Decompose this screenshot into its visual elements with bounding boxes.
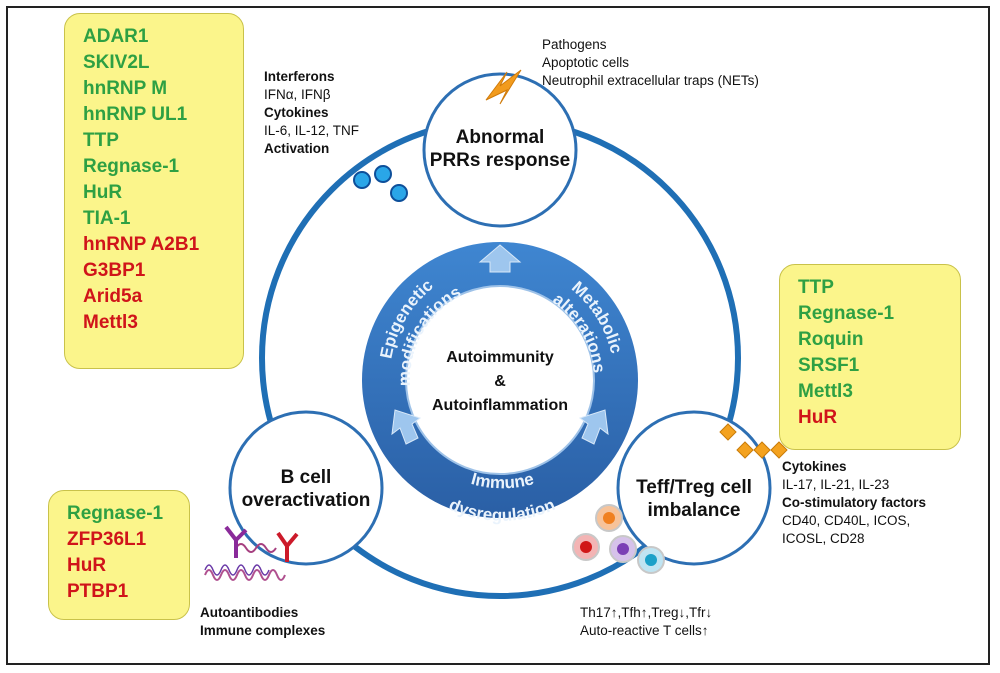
autoantibodies-label: Autoantibodies bbox=[200, 605, 299, 620]
t-cell-changes-line1: Th17↑,Tfh↑,Treg↓,Tfr↓ bbox=[580, 605, 713, 620]
rbp-item: SRSF1 bbox=[798, 355, 860, 376]
rbp-item: Mettl3 bbox=[83, 312, 138, 333]
center-label-line3: Autoinflammation bbox=[432, 397, 568, 414]
node-circle-teff bbox=[616, 410, 772, 566]
rbp-item: PTBP1 bbox=[67, 581, 129, 602]
rbp-item: HuR bbox=[83, 182, 123, 203]
interferons-values: IFNα, IFNβ bbox=[264, 87, 331, 102]
t-cell-changes: Th17↑,Tfh↑,Treg↓,Tfr↓ Auto-reactive T ce… bbox=[580, 604, 712, 640]
rbp-item: hnRNP A2B1 bbox=[83, 234, 200, 255]
b-cell-outputs: Autoantibodies Immune complexes bbox=[200, 604, 325, 640]
ligand-dots-icon bbox=[353, 165, 408, 202]
cytokine-diamonds-icon bbox=[719, 423, 788, 459]
node-circle-prrs bbox=[422, 72, 578, 228]
arrow-down-left-icon bbox=[391, 409, 422, 445]
node-label-bcell-line1: B cell bbox=[280, 467, 332, 488]
prr-outputs: Interferons IFNα, IFNβ Cytokines IL-6, I… bbox=[264, 68, 359, 158]
rbp-item: ADAR1 bbox=[83, 26, 149, 47]
rbp-item: Regnase-1 bbox=[83, 156, 180, 177]
center-label-line1: Autoimmunity bbox=[446, 349, 554, 366]
rbp-item: TTP bbox=[798, 277, 834, 298]
rbp-item: Mettl3 bbox=[798, 381, 853, 402]
rbp-item: HuR bbox=[67, 555, 107, 576]
center-label-line2: & bbox=[494, 373, 506, 390]
rbp-item: HuR bbox=[798, 407, 838, 428]
rbp-item: hnRNP M bbox=[83, 78, 168, 99]
node-label-bcell: B cell overactivation bbox=[234, 466, 378, 512]
central-ring-hole bbox=[405, 285, 595, 475]
rbp-item: Regnase-1 bbox=[798, 303, 895, 324]
costim-heading: Co-stimulatory factors bbox=[782, 495, 927, 510]
arrow-down-right-icon bbox=[578, 409, 609, 445]
rbp-item: hnRNP UL1 bbox=[83, 104, 188, 125]
teff-outputs: Cytokines IL-17, IL-21, IL-23 Co-stimula… bbox=[782, 458, 926, 548]
rbp-item: Arid5a bbox=[83, 286, 143, 307]
rbp-item: TTP bbox=[83, 130, 119, 151]
prr-inputs: Pathogens Apoptotic cells Neutrophil ext… bbox=[542, 36, 759, 90]
rbp-item: TIA-1 bbox=[83, 208, 131, 229]
rbp-item: Roquin bbox=[798, 329, 864, 350]
node-label-teff-line2: imbalance bbox=[647, 500, 741, 521]
rbp-item: SKIV2L bbox=[83, 52, 150, 73]
rbp-item: G3BP1 bbox=[83, 260, 146, 281]
lightning-bolt-icon bbox=[485, 69, 522, 105]
figure-border bbox=[6, 6, 990, 665]
teff-cytokines-heading: Cytokines bbox=[782, 459, 847, 474]
immune-complexes-label: Immune complexes bbox=[200, 623, 326, 638]
interferons-heading: Interferons bbox=[264, 69, 335, 84]
prr-input-pathogens: Pathogens bbox=[542, 37, 607, 52]
prr-input-nets: Neutrophil extracellular traps (NETs) bbox=[542, 73, 759, 88]
node-label-prrs-line2: PRRs response bbox=[429, 150, 571, 171]
cytokines-values: IL-6, IL-12, TNF bbox=[264, 123, 360, 138]
node-label-prrs-line1: Abnormal bbox=[455, 127, 545, 148]
teff-cytokines-values: IL-17, IL-21, IL-23 bbox=[782, 477, 890, 492]
node-label-prrs: Abnormal PRRs response bbox=[424, 126, 576, 172]
activation-label: Activation bbox=[264, 141, 330, 156]
ring-label-immune-1: Immune bbox=[469, 469, 535, 492]
arrow-up-icon bbox=[478, 244, 522, 273]
prr-input-apoptotic: Apoptotic cells bbox=[542, 55, 630, 70]
rbp-item: ZFP36L1 bbox=[67, 529, 147, 550]
costim-line1: CD40, CD40L, ICOS, bbox=[782, 513, 911, 528]
costim-line2: ICOSL, CD28 bbox=[782, 531, 865, 546]
rbp-item: Regnase-1 bbox=[67, 503, 164, 524]
center-label: Autoimmunity & Autoinflammation bbox=[420, 346, 580, 418]
node-label-teff-line1: Teff/Treg cell bbox=[636, 477, 752, 498]
node-label-teff: Teff/Treg cell imbalance bbox=[620, 476, 768, 522]
t-cells-icon bbox=[572, 504, 665, 574]
t-cell-changes-line2: Auto-reactive T cells↑ bbox=[580, 623, 709, 638]
antibody-icon bbox=[204, 525, 299, 581]
cytokines-heading: Cytokines bbox=[264, 105, 329, 120]
node-label-bcell-line2: overactivation bbox=[241, 490, 371, 511]
node-circle-bcell bbox=[228, 410, 384, 566]
